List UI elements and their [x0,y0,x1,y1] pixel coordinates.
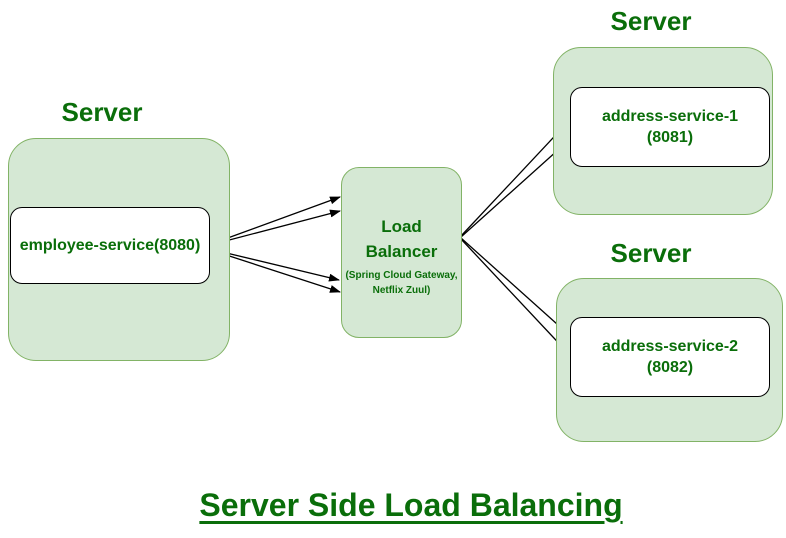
left-server-label: Server [61,97,143,127]
arrow-employee-service-to-load-balancer [213,249,340,282]
address-service-1-node: address-service-1 (8081) [570,87,770,167]
arrow-load-balancer-to-address-service-2 [460,237,568,334]
employee-service-node: employee-service(8080) [10,207,210,284]
bottom-server-label: Server [610,238,692,268]
arrow-load-balancer-to-address-service-1 [460,140,569,238]
arrow-load-balancer-to-address-service-2 [460,238,569,354]
diagram-title: Server Side Load Balancing [199,487,623,523]
arrow-employee-service-to-load-balancer [213,196,341,244]
top-server-label: Server [610,6,692,36]
arrow-load-balancer-to-address-service-1 [460,122,568,237]
load-balancer-subtitle: (Spring Cloud Gateway, Netflix Zuul) [345,270,458,296]
load-balancer-name: Load Balancer [365,217,438,261]
arrow-employee-service-to-load-balancer [213,250,341,293]
address-service-2-node: address-service-2 (8082) [570,317,770,397]
load-balancer-box: Load Balancer (Spring Cloud Gateway, Net… [341,167,462,338]
arrow-employee-service-to-load-balancer [213,209,341,245]
